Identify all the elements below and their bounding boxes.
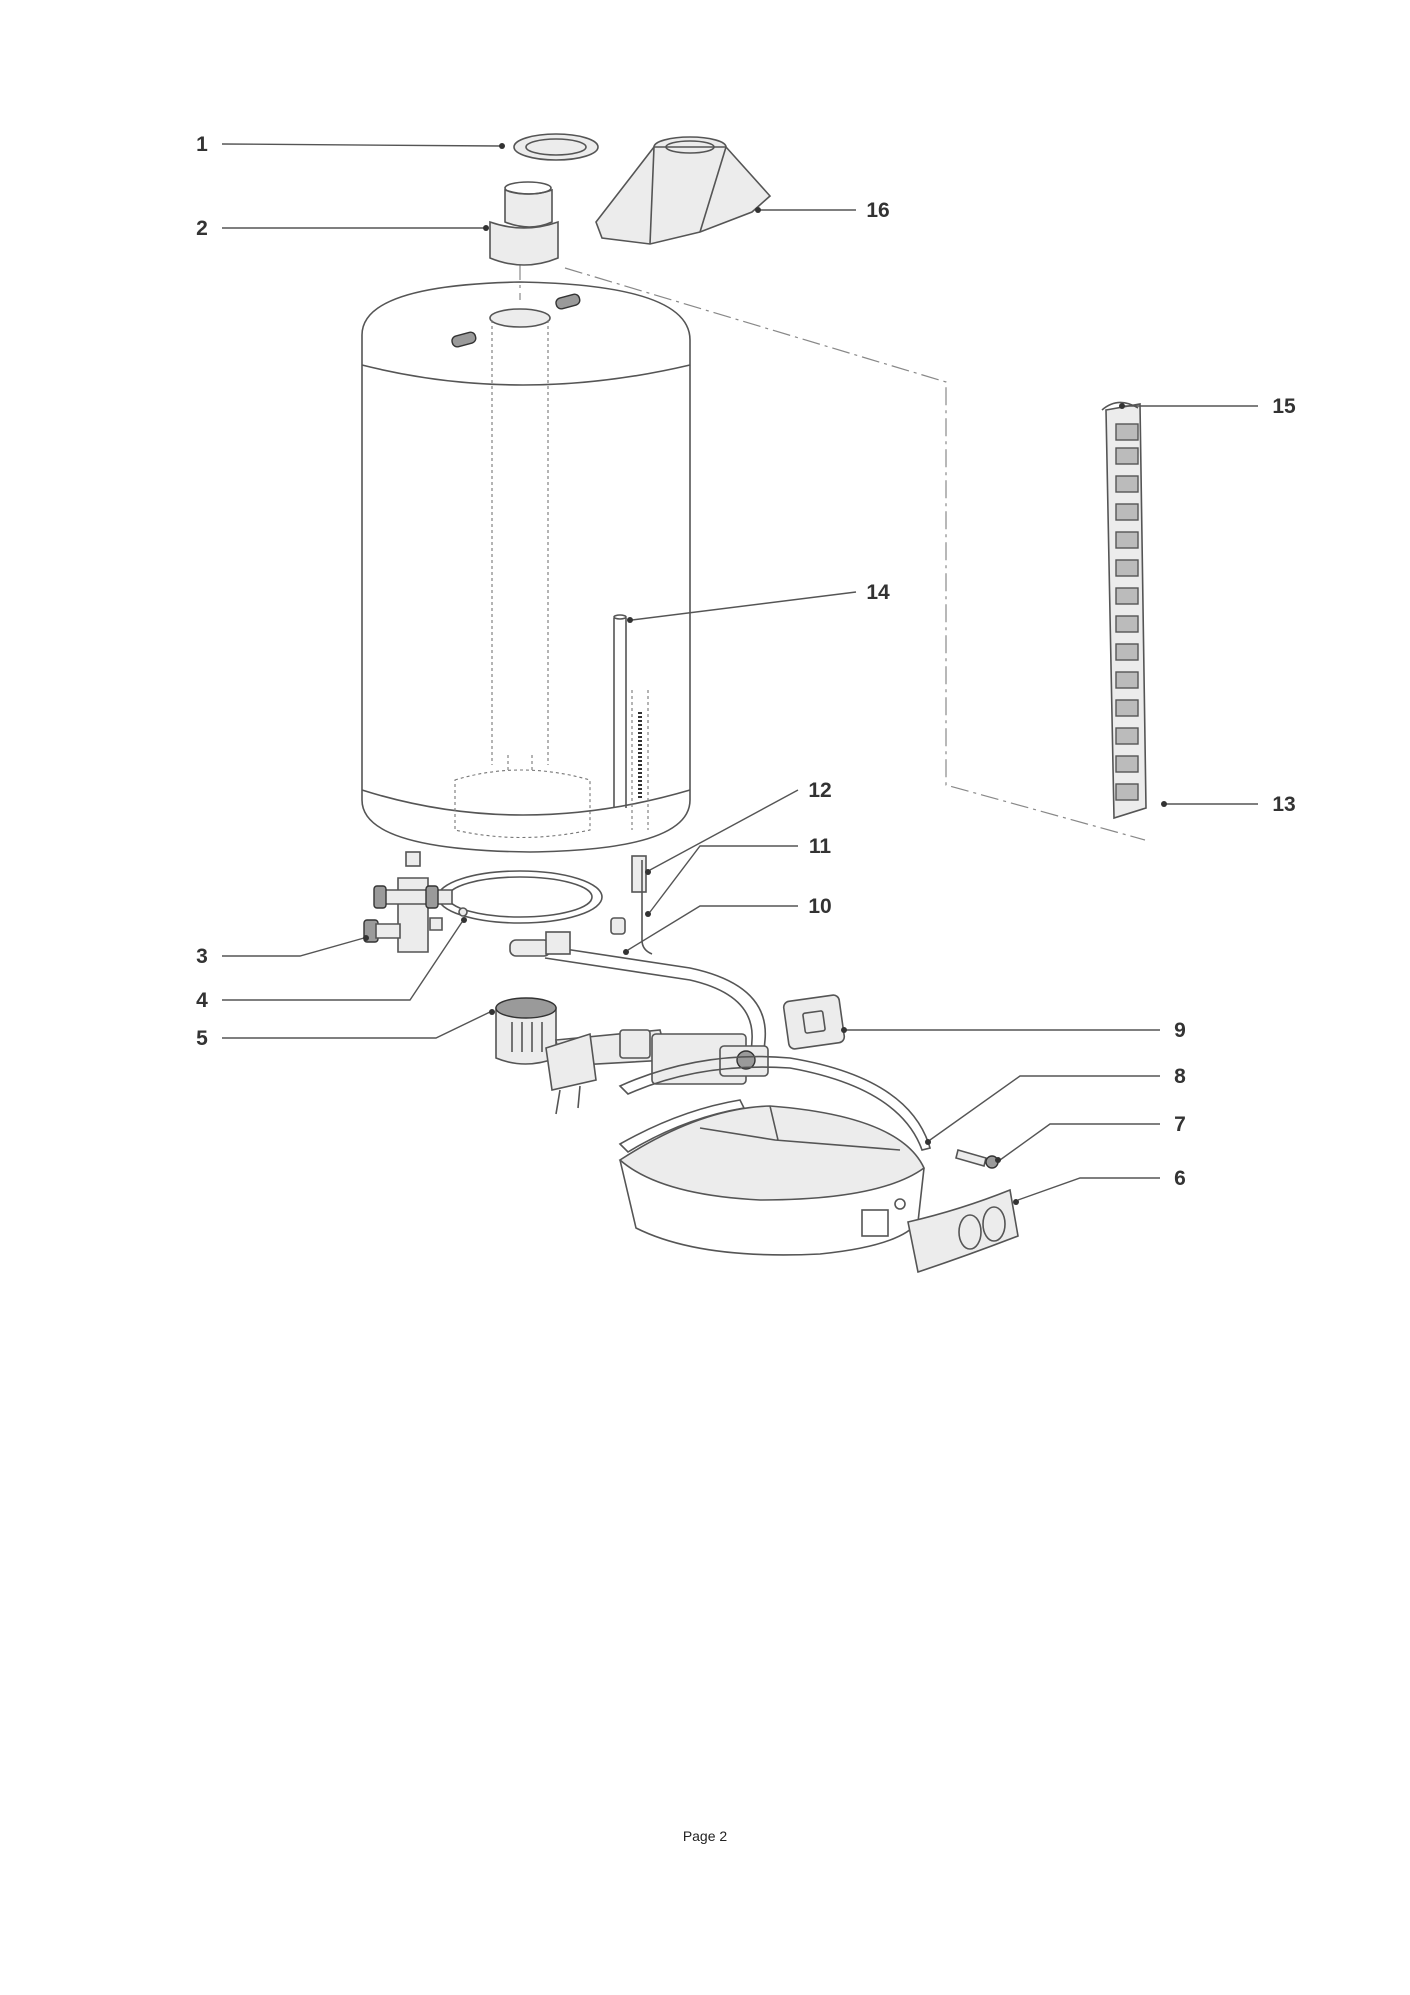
callout-14: 14 xyxy=(866,581,890,604)
callout-3: 3 xyxy=(196,945,208,968)
part-sight-plate xyxy=(782,994,846,1050)
callout-6: 6 xyxy=(1174,1167,1186,1190)
part-flue-adaptor xyxy=(489,181,559,266)
callout-8: 8 xyxy=(1174,1065,1186,1088)
callout-2: 2 xyxy=(196,217,208,240)
part-pilot-injector xyxy=(955,1149,999,1169)
page-number: Page 2 xyxy=(682,1828,728,1844)
part-gasket-ring xyxy=(513,133,599,161)
part-burner-assembly xyxy=(495,931,769,1115)
part-combustion-ring xyxy=(437,870,603,924)
part-access-door xyxy=(907,1188,1019,1274)
callout-10: 10 xyxy=(808,895,831,918)
part-flue-baffle xyxy=(1101,401,1147,820)
part-tank-body xyxy=(361,281,691,853)
callout-13: 13 xyxy=(1272,793,1295,816)
assembly-lines xyxy=(519,262,1146,841)
part-burner-tray xyxy=(618,1055,931,1256)
callout-4: 4 xyxy=(196,989,208,1012)
callout-16: 16 xyxy=(866,199,889,222)
callout-1: 1 xyxy=(196,133,208,156)
callout-leaders xyxy=(221,143,1258,1205)
callout-12: 12 xyxy=(808,779,831,802)
callout-labels: 1 2 3 4 5 6 7 8 9 10 11 12 13 14 15 16 xyxy=(196,133,1296,1190)
callout-5: 5 xyxy=(196,1027,208,1050)
callout-11: 11 xyxy=(809,835,832,858)
callout-7: 7 xyxy=(1174,1113,1186,1136)
part-thermostat-sensor xyxy=(610,855,653,955)
part-inlet-valve xyxy=(363,851,453,953)
part-draught-hood xyxy=(595,136,772,245)
callout-15: 15 xyxy=(1272,395,1296,418)
callout-9: 9 xyxy=(1174,1019,1186,1042)
